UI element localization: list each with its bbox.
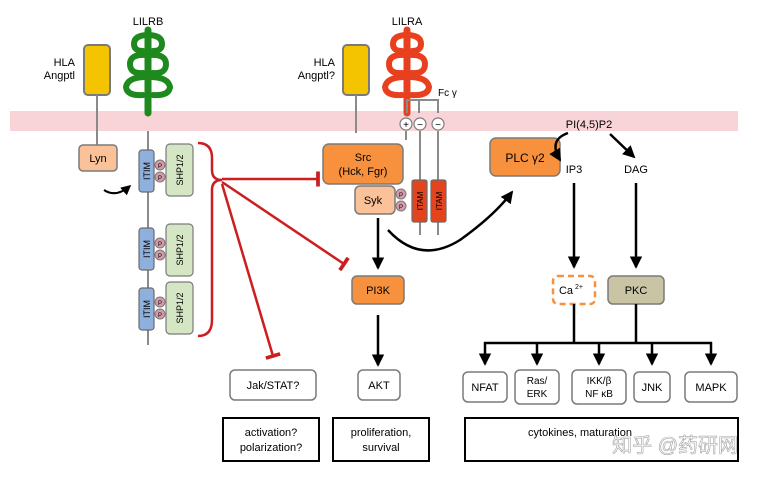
plus-charge: [399, 117, 413, 131]
svg-text:P: P: [158, 254, 162, 260]
cytokines-label: cytokines, maturation: [528, 427, 632, 439]
svg-text:P: P: [399, 205, 403, 211]
jak-stat-node: [229, 369, 317, 401]
pi3k-label: PI3K: [366, 285, 391, 297]
proliferation-outcome-box: [332, 417, 430, 462]
itim-block-3: ITIM P P SHP1/2: [138, 281, 194, 335]
lilrb-receptor: [122, 26, 174, 117]
ligand-left-sub: Angptl: [44, 70, 75, 82]
ras-erk-node: [514, 369, 560, 405]
activation-outcome-box: [222, 417, 320, 462]
src-label: Src: [355, 152, 372, 164]
ip3-label: IP3: [566, 164, 583, 176]
ligand-left-name: HLA: [54, 57, 76, 69]
ligand-right-sub: Angptl?: [298, 70, 335, 82]
syk-to-plc-arrow: [387, 190, 514, 252]
ikk-label: IKK/β: [587, 376, 612, 387]
ligand-right: [342, 44, 370, 96]
nfat-node: [462, 371, 508, 403]
inhibit-pi3k-line: [221, 180, 350, 272]
svg-text:ITAM: ITAM: [435, 191, 444, 210]
pkc-label: PKC: [625, 285, 648, 297]
minus-charge: [413, 117, 427, 131]
itam-1: [411, 179, 428, 223]
plc-label: PLC γ2: [505, 151, 545, 165]
cell-membrane: [10, 111, 738, 131]
erk-label: ERK: [527, 389, 548, 400]
lilra-receptor: [381, 26, 433, 117]
dag-label: DAG: [624, 164, 648, 176]
ligand-left: [83, 44, 111, 96]
svg-text:P: P: [158, 313, 162, 319]
shp-label: SHP1/2: [175, 154, 185, 185]
akt-label: AKT: [368, 380, 390, 392]
svg-text:P: P: [158, 242, 162, 248]
itim-block-1: ITIM P P SHP1/2: [138, 143, 194, 197]
proliferation-label: proliferation,: [351, 427, 412, 439]
src-node: [322, 143, 404, 185]
nfkb-label: NF κB: [585, 389, 613, 400]
cytokines-outcome-box: [464, 417, 739, 462]
survival-label: survival: [362, 442, 399, 454]
minus-charge-2: [431, 117, 445, 131]
svg-text:P: P: [158, 176, 162, 182]
svg-text:−: −: [417, 120, 423, 131]
ligand-right-name: HLA: [314, 57, 336, 69]
watermark: 知乎 @药研网: [612, 434, 738, 457]
lilrb-label: LILRB: [133, 16, 164, 28]
svg-text:+: +: [403, 120, 409, 131]
svg-text:SHP1/2: SHP1/2: [175, 234, 185, 265]
lyn-label: Lyn: [89, 153, 106, 165]
jnk-label: JNK: [642, 382, 663, 394]
svg-text:ITIM: ITIM: [142, 300, 152, 318]
akt-node: [357, 369, 401, 401]
mapk-label: MAPK: [695, 382, 727, 394]
svg-text:P: P: [158, 164, 162, 170]
polarization-label: polarization?: [240, 442, 302, 454]
syk-node: [354, 185, 396, 215]
nfat-label: NFAT: [471, 382, 499, 394]
svg-text:ITAM: ITAM: [416, 191, 425, 210]
lyn-node: [78, 144, 118, 172]
pip2-label: PI(4,5)P2: [566, 119, 612, 131]
fc-gamma-dimer: [406, 99, 439, 113]
itim-label: ITIM: [142, 162, 152, 180]
pip2-to-dag-arrow: [609, 133, 636, 159]
inhibit-jakstat-line: [220, 183, 281, 360]
ikk-nfkb-node: [571, 369, 627, 405]
itam-2: [430, 179, 447, 223]
pip2-to-ip3-arrow: [549, 131, 569, 162]
lilra-label: LILRA: [392, 16, 423, 28]
svg-text:P: P: [158, 301, 162, 307]
ras-label: Ras/: [527, 376, 548, 387]
inhibition-brace: [197, 141, 223, 338]
svg-text:SHP1/2: SHP1/2: [175, 292, 185, 323]
mapk-node: [684, 371, 738, 403]
jnk-node: [633, 371, 671, 403]
activation-label: activation?: [245, 427, 298, 439]
src-members: (Hck, Fgr): [339, 166, 388, 178]
itim-block-2: ITIM P P SHP1/2: [138, 223, 194, 277]
fc-gamma-label: Fc γ: [438, 88, 457, 99]
lyn-arrow: [103, 185, 132, 196]
syk-label: Syk: [364, 195, 383, 207]
svg-text:−: −: [435, 120, 441, 131]
svg-text:ITIM: ITIM: [142, 240, 152, 258]
pi3k-node: [351, 275, 405, 305]
jak-stat-label: Jak/STAT?: [247, 380, 300, 392]
svg-text:P: P: [399, 193, 403, 199]
